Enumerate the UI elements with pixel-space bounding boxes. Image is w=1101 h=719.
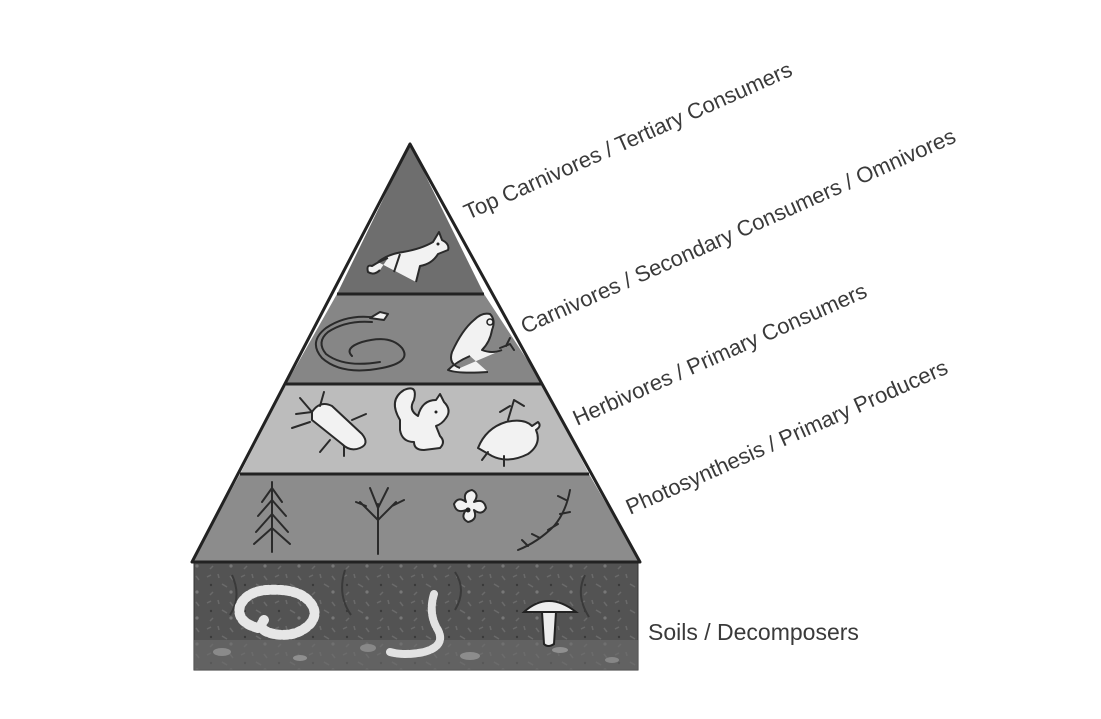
beetle-icon: [291, 391, 367, 457]
bird-icon: [477, 399, 541, 467]
fox-icon: [366, 231, 450, 283]
frog-icon: [447, 312, 515, 374]
label-soils: Soils / Decomposers: [648, 619, 859, 645]
label-top-carnivores: Top Carnivores / Tertiary Consumers: [460, 57, 796, 225]
mushroom-icon: [521, 600, 579, 647]
plant-sprig-icon: [517, 489, 571, 551]
earthworm-icon: [386, 590, 445, 658]
centipede-icon: [234, 584, 320, 640]
tier-producers: [192, 474, 640, 562]
flower-icon: [453, 489, 487, 523]
bare-tree-icon: [355, 487, 405, 555]
squirrel-icon: [393, 387, 450, 451]
conifer-tree-icon: [253, 481, 291, 553]
tier-top-carnivores: [337, 144, 484, 294]
pyramid: [190, 142, 642, 564]
snake-icon: [315, 311, 406, 372]
